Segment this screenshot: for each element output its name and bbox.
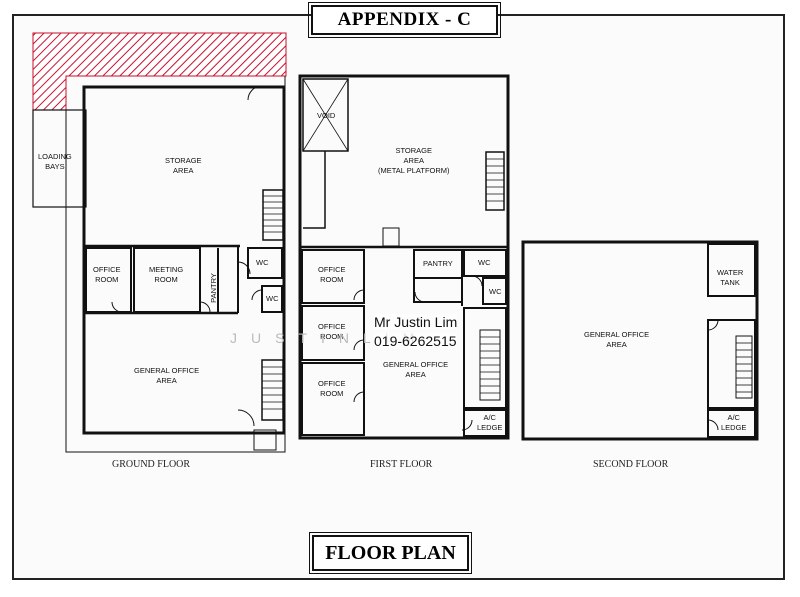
second-general-office-label-line1: GENERAL OFFICE bbox=[584, 330, 650, 339]
agent-phone: 019-6262515 bbox=[374, 333, 457, 349]
ground-general-office-label-line1: GENERAL OFFICE bbox=[134, 366, 200, 375]
first-stairs-bottom bbox=[480, 336, 500, 394]
first-ac-ledge-outline bbox=[463, 409, 507, 437]
loading-bays-label-line2: BAYS bbox=[45, 162, 65, 171]
first-floor-label: FIRST FLOOR bbox=[370, 459, 433, 470]
first-ac-ledge-label-line2: LEDGE bbox=[477, 423, 503, 432]
loading-bays-label-line1: LOADING bbox=[38, 152, 72, 161]
ground-storage-label-line2: AREA bbox=[173, 166, 194, 175]
first-floor-plan bbox=[298, 74, 510, 440]
second-floor-label: SECOND FLOOR bbox=[593, 459, 669, 470]
stairs-top bbox=[263, 195, 283, 233]
stairs-bottom bbox=[262, 366, 283, 410]
first-office-b-label-line2: ROOM bbox=[320, 332, 344, 341]
drawing-sheet bbox=[12, 14, 785, 580]
first-wc-b-outline bbox=[482, 277, 507, 305]
ground-general-office-label-line2: AREA bbox=[156, 376, 177, 385]
second-stairs bbox=[736, 342, 752, 393]
ground-floor-label: GROUND FLOOR bbox=[112, 459, 191, 470]
first-general-office-label-line1: GENERAL OFFICE bbox=[383, 360, 449, 369]
ground-pantry-label: PANTRY bbox=[208, 273, 218, 303]
first-office-c-label-line2: ROOM bbox=[320, 389, 344, 398]
second-general-office-label-line2: AREA bbox=[606, 340, 627, 349]
first-pantry-outline bbox=[413, 249, 463, 279]
ground-office-label-line2: ROOM bbox=[95, 275, 119, 284]
void-label: VOID bbox=[317, 111, 336, 120]
second-ac-ledge-label-line1: A/C bbox=[727, 413, 740, 422]
second-general-office-label: GENERAL OFFICE AREA bbox=[584, 330, 649, 350]
first-office-a-label-line2: ROOM bbox=[320, 275, 344, 284]
meeting-room-label-line2: ROOM bbox=[154, 275, 178, 284]
second-ac-ledge-outline bbox=[707, 409, 756, 438]
first-wc-b-label: WC bbox=[489, 287, 502, 296]
first-general-office-label: GENERAL OFFICE AREA bbox=[383, 360, 448, 380]
first-office-b-label: OFFICE ROOM bbox=[318, 322, 346, 342]
first-storage-label-line2: AREA bbox=[403, 156, 424, 165]
watermark-text: JUSTINLIM bbox=[230, 330, 429, 346]
first-storage-label-line3: (METAL PLATFORM) bbox=[378, 166, 450, 175]
appendix-title: APPENDIX - C bbox=[308, 2, 501, 38]
wc-a-outline bbox=[247, 247, 283, 279]
second-building-outline bbox=[521, 240, 759, 441]
meeting-room-label-line1: MEETING bbox=[149, 265, 184, 274]
first-storage-label-line1: STORAGE bbox=[395, 146, 433, 155]
first-stairs-top bbox=[486, 158, 504, 202]
first-general-office-label-line2: AREA bbox=[405, 370, 426, 379]
water-tank-outline bbox=[707, 243, 756, 297]
loading-bays-label: LOADING BAYS bbox=[38, 152, 72, 172]
first-office-a-label: OFFICE ROOM bbox=[318, 265, 346, 285]
ground-wc-b-label: WC bbox=[266, 294, 279, 303]
water-tank-label-line1: WATER bbox=[717, 268, 744, 277]
first-office-c-label: OFFICE ROOM bbox=[318, 379, 346, 399]
second-ac-ledge-label-line2: LEDGE bbox=[721, 423, 747, 432]
first-pantry-label: PANTRY bbox=[423, 259, 453, 268]
water-tank-label-line2: TANK bbox=[720, 278, 740, 287]
first-office-b-outline bbox=[301, 305, 365, 361]
ground-wc-a-label: WC bbox=[256, 258, 269, 267]
ground-office-label-line1: OFFICE bbox=[93, 265, 121, 274]
first-ac-ledge-label: A/C LEDGE bbox=[477, 413, 502, 433]
water-tank-label: WATER TANK bbox=[717, 268, 743, 288]
ground-storage-label: STORAGE AREA bbox=[165, 156, 202, 176]
ground-office-label: OFFICE ROOM bbox=[93, 265, 121, 285]
first-storage-label: STORAGE AREA (METAL PLATFORM) bbox=[378, 146, 450, 176]
first-office-a-label-line1: OFFICE bbox=[318, 265, 346, 274]
site-boundary bbox=[65, 76, 286, 453]
first-office-c-label-line1: OFFICE bbox=[318, 379, 346, 388]
first-wc-a-outline bbox=[463, 249, 507, 277]
ground-floor-plan bbox=[32, 32, 287, 453]
meeting-room-label: MEETING ROOM bbox=[149, 265, 183, 285]
second-ac-ledge-label: A/C LEDGE bbox=[721, 413, 746, 433]
first-office-c-outline bbox=[301, 362, 365, 436]
agent-name: Mr Justin Lim bbox=[374, 314, 458, 330]
second-floor-plan bbox=[521, 240, 759, 441]
first-ac-ledge-label-line1: A/C bbox=[483, 413, 496, 422]
first-building-outline bbox=[298, 74, 510, 440]
floor-plan-title: FLOOR PLAN bbox=[309, 532, 472, 574]
ground-general-office-label: GENERAL OFFICE AREA bbox=[134, 366, 199, 386]
loading-bays-outline bbox=[32, 109, 87, 208]
ground-storage-label-line1: STORAGE bbox=[165, 156, 202, 165]
first-office-a-outline bbox=[301, 249, 365, 304]
first-wc-a-label: WC bbox=[478, 258, 491, 267]
wc-b-outline bbox=[261, 285, 283, 313]
first-office-b-label-line1: OFFICE bbox=[318, 322, 346, 331]
